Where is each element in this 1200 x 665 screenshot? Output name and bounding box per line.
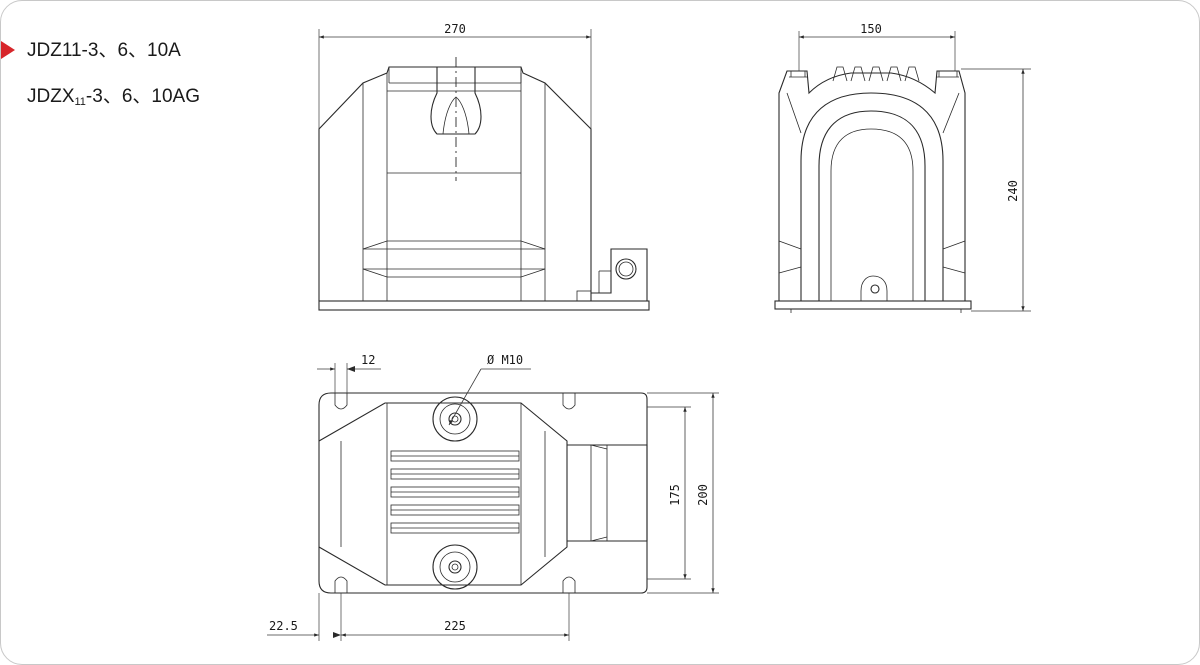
model-name: JDZ11-3、6、10A — [27, 40, 181, 61]
dim-side-height: 240 — [1006, 180, 1020, 202]
front-view: 270 — [318, 22, 650, 311]
dim-thread: Ø M10 — [487, 353, 523, 367]
side-ground-lug — [860, 275, 888, 301]
top-base-plate — [318, 392, 648, 594]
model-name-prefix: JDZX — [27, 86, 75, 107]
side-base-plate — [774, 300, 972, 310]
selected-marker-icon — [1, 41, 15, 59]
front-body-outline — [318, 66, 592, 301]
front-terminal — [430, 67, 482, 135]
dim-hole-spacing: 225 — [444, 619, 466, 633]
top-cooling-ribs — [390, 450, 520, 534]
side-outer-arch — [800, 92, 944, 301]
top-terminal-upper — [432, 396, 478, 442]
front-base-plate — [318, 300, 650, 311]
model-item-jdzx11[interactable]: JDZX11-3、6、10AG — [1, 83, 200, 129]
model-item-jdz11[interactable]: JDZ11-3、6、10A — [1, 37, 200, 83]
front-ground-hole — [615, 258, 637, 280]
model-name-subscript: 11 — [74, 96, 86, 108]
top-body-outline — [318, 402, 568, 586]
dim-edge-offset: 22.5 — [269, 619, 298, 633]
dim-side-width: 150 — [860, 22, 882, 36]
dim-inner-depth: 175 — [668, 484, 682, 506]
dim-outer-depth: 200 — [696, 484, 710, 506]
side-view: 150 240 — [774, 22, 1031, 313]
model-name-suffix: -3、6、10AG — [85, 86, 200, 107]
dim-front-width: 270 — [444, 22, 466, 36]
top-terminal-lower — [432, 544, 478, 590]
top-view: Ø M10 12 175 200 22.5 2 — [267, 353, 719, 641]
dim-bolt-spacing: 12 — [361, 353, 375, 367]
model-list: JDZ11-3、6、10A JDZX11-3、6、10AG — [1, 37, 200, 129]
side-body-outline — [778, 70, 966, 301]
front-ground-block — [591, 248, 648, 301]
side-inner-arch — [818, 110, 926, 301]
side-cooling-fins — [832, 66, 920, 82]
